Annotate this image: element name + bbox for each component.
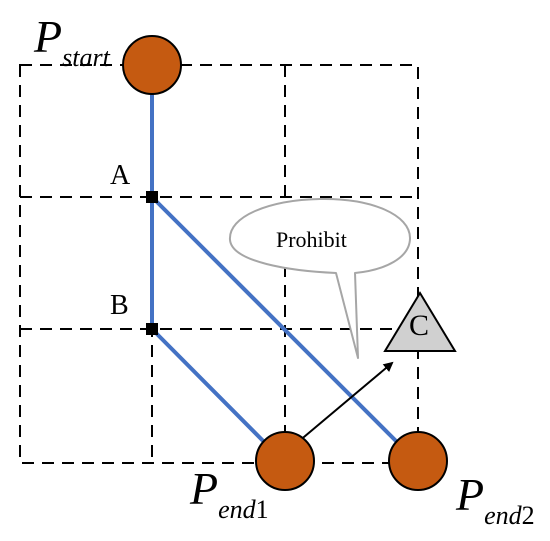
end1-point-letter: P	[190, 463, 219, 514]
route-b-to-end1	[150, 327, 287, 465]
end1-point-label: Pend1	[190, 463, 269, 523]
node-b-label: B	[110, 290, 129, 321]
end2-point-label: Pend2	[456, 469, 535, 529]
start-point-letter: P	[34, 11, 63, 62]
node-a-label: A	[110, 160, 131, 191]
node-a-marker	[146, 191, 158, 203]
end2-point-subscript: end	[484, 501, 522, 530]
prohibit-text: Prohibit	[276, 227, 347, 252]
end2-circle	[388, 431, 448, 491]
end2-point-number: 2	[521, 501, 535, 530]
end1-point-subscript: end	[218, 495, 256, 524]
route-a-to-end2	[150, 195, 420, 465]
end2-point-letter: P	[456, 469, 485, 520]
end1-point-number: 1	[255, 495, 269, 524]
start-point-subscript: start	[62, 43, 110, 72]
redirect-arrow	[297, 361, 394, 443]
start-point-label: Pstart	[34, 11, 110, 71]
node-b-marker	[146, 323, 158, 335]
obstacle-label: C	[409, 309, 430, 342]
route-paths	[150, 63, 420, 465]
prohibit-bubble	[228, 197, 411, 359]
start-circle	[122, 35, 182, 95]
end1-circle	[255, 431, 315, 491]
prohibit-bubble-shape	[228, 197, 411, 359]
obstacle-triangle	[383, 291, 457, 352]
